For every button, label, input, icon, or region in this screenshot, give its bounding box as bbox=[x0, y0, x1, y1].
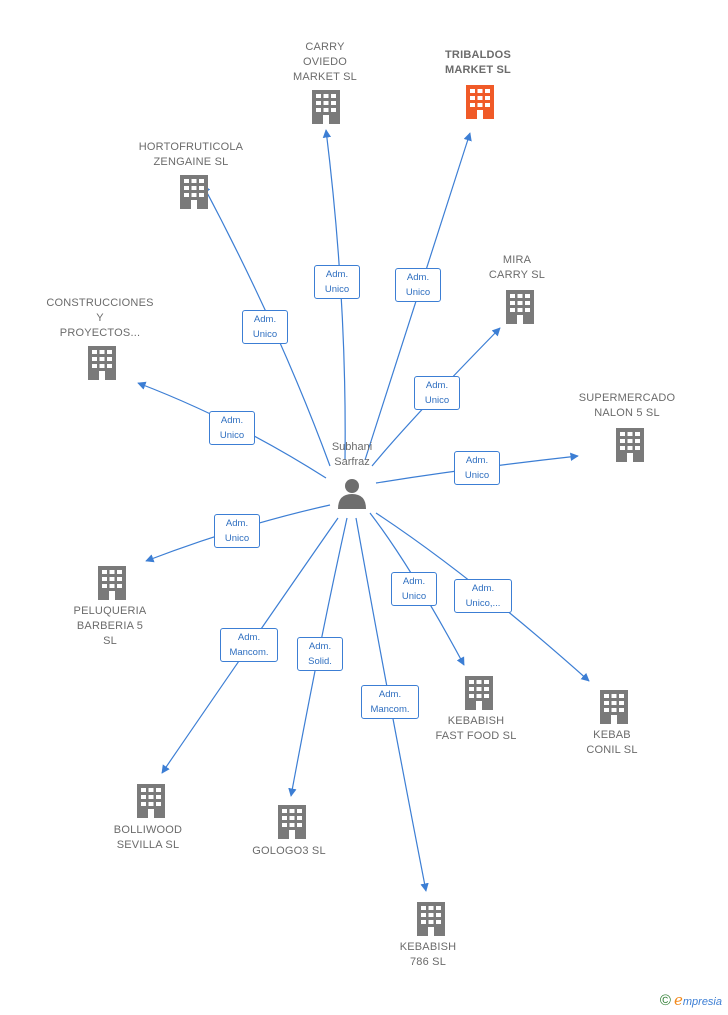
company-label-mira[interactable]: MIRA CARRY SL bbox=[432, 253, 602, 283]
building-icon[interactable] bbox=[98, 566, 126, 600]
building-icon[interactable] bbox=[600, 690, 628, 724]
company-label-carry[interactable]: CARRY OVIEDO MARKET SL bbox=[240, 40, 410, 85]
relation-label-line: Adm. bbox=[471, 583, 495, 594]
relation-label-line: Mancom. bbox=[229, 647, 269, 658]
relation-label-line: Adm. bbox=[325, 269, 349, 280]
relation-label-mira[interactable]: Adm. Unico bbox=[414, 376, 460, 410]
person-label-line: Sarfraz bbox=[334, 456, 370, 468]
company-label-tribaldos[interactable]: TRIBALDOS MARKET SL bbox=[393, 48, 563, 78]
building-icon[interactable] bbox=[506, 290, 534, 324]
company-label-line: PROYECTOS... bbox=[59, 327, 141, 339]
relation-label-line: Unico bbox=[252, 329, 278, 340]
company-label-line: GOLOGO3 SL bbox=[252, 845, 326, 857]
relation-label-tribaldos[interactable]: Adm. Unico bbox=[395, 268, 441, 302]
company-label-construcciones[interactable]: CONSTRUCCIONES Y PROYECTOS... bbox=[15, 296, 185, 341]
brand-name[interactable]: mpresia bbox=[682, 996, 722, 1008]
building-icon[interactable] bbox=[616, 428, 644, 462]
building-icon[interactable] bbox=[465, 676, 493, 710]
company-label-supermercado[interactable]: SUPERMERCADO NALON 5 SL bbox=[542, 391, 712, 421]
company-label-line: KEBABISH bbox=[447, 715, 505, 727]
relation-label-line: Adm. bbox=[465, 455, 489, 466]
relation-label-line: Adm. bbox=[402, 576, 426, 587]
relation-label-kebabish_786[interactable]: Adm. Mancom. bbox=[361, 685, 419, 719]
building-icon[interactable] bbox=[417, 902, 445, 936]
relation-label-construcciones[interactable]: Adm. Unico bbox=[209, 411, 255, 445]
company-label-line: MIRA bbox=[502, 254, 532, 266]
company-label-line: CONSTRUCCIONES bbox=[46, 297, 154, 309]
relation-label-line: Unico bbox=[324, 284, 350, 295]
relation-label-line: Adm. bbox=[308, 641, 332, 652]
company-label-line: NALON 5 SL bbox=[594, 407, 660, 419]
company-label-line: CARRY SL bbox=[488, 269, 546, 281]
building-icon[interactable] bbox=[278, 805, 306, 839]
company-label-line: CARRY bbox=[305, 41, 345, 53]
relation-label-peluqueria[interactable]: Adm. Unico bbox=[214, 514, 260, 548]
company-label-line: MARKET SL bbox=[445, 64, 511, 76]
relation-label-line: Adm. bbox=[378, 689, 402, 700]
brand-footer: ©empresia bbox=[660, 991, 722, 1009]
building-icon[interactable] bbox=[137, 784, 165, 818]
company-label-line: MARKET SL bbox=[293, 71, 357, 83]
person-head bbox=[345, 479, 359, 493]
company-label-kebab_conil[interactable]: KEBAB CONIL SL bbox=[527, 728, 697, 758]
relation-label-line: Unico bbox=[224, 533, 250, 544]
building-icon[interactable] bbox=[88, 346, 116, 380]
company-label-line: CONIL SL bbox=[586, 744, 638, 756]
company-label-line: BOLLIWOOD bbox=[113, 824, 183, 836]
company-label-hortofruticola[interactable]: HORTOFRUTICOLA ZENGAINE SL bbox=[106, 140, 276, 170]
relation-label-line: Adm. bbox=[253, 314, 277, 325]
relation-label-carry[interactable]: Adm. Unico bbox=[314, 265, 360, 299]
relation-label-line: Solid. bbox=[308, 656, 332, 667]
relation-label-hortofruticola[interactable]: Adm. Unico bbox=[242, 310, 288, 344]
company-label-line: PELUQUERIA bbox=[73, 605, 147, 617]
relation-label-line: Unico bbox=[464, 470, 490, 481]
relation-label-line: Unico bbox=[405, 287, 431, 298]
relation-label-supermercado[interactable]: Adm. Unico bbox=[454, 451, 500, 485]
building-icon[interactable] bbox=[180, 175, 208, 209]
company-label-line: HORTOFRUTICOLA bbox=[138, 141, 244, 153]
relation-label-line: Unico bbox=[219, 430, 245, 441]
relation-label-gologo3[interactable]: Adm. Solid. bbox=[297, 637, 343, 671]
building-icon[interactable] bbox=[312, 90, 340, 124]
relation-label-line: Adm. bbox=[225, 518, 249, 529]
company-label-line: KEBABISH bbox=[399, 941, 457, 953]
copyright-icon: © bbox=[659, 992, 671, 1009]
relation-label-kebabish_ff[interactable]: Adm. Unico bbox=[391, 572, 437, 606]
building-icon[interactable] bbox=[466, 85, 494, 119]
person-label-line: Subhani bbox=[331, 441, 373, 453]
company-label-line: KEBAB bbox=[593, 729, 631, 741]
relation-label-line: Mancom. bbox=[370, 704, 410, 715]
relation-label-bolliwood[interactable]: Adm. Mancom. bbox=[220, 628, 278, 662]
relation-label-line: Adm. bbox=[406, 272, 430, 283]
company-label-line: Y bbox=[96, 312, 104, 324]
company-label-line: 786 SL bbox=[409, 956, 447, 968]
person-icon[interactable] bbox=[338, 479, 366, 509]
company-label-kebabish_ff[interactable]: KEBABISH FAST FOOD SL bbox=[391, 714, 561, 744]
relation-label-line: Adm. bbox=[425, 380, 449, 391]
relation-label-line: Unico bbox=[401, 591, 427, 602]
company-label-kebabish_786[interactable]: KEBABISH 786 SL bbox=[343, 940, 513, 970]
brand-logo-e: e bbox=[673, 991, 683, 1009]
company-label-line: SUPERMERCADO bbox=[578, 392, 676, 404]
relation-label-line: Unico bbox=[424, 395, 450, 406]
relation-label-line: Unico,... bbox=[465, 598, 501, 609]
company-label-line: ZENGAINE SL bbox=[153, 156, 229, 168]
relation-label-line: Adm. bbox=[237, 632, 261, 643]
company-label-bolliwood[interactable]: BOLLIWOOD SEVILLA SL bbox=[63, 823, 233, 853]
person-body bbox=[338, 494, 366, 509]
company-label-line: SL bbox=[103, 635, 117, 647]
company-label-line: BARBERIA 5 bbox=[76, 620, 144, 632]
relation-label-line: Adm. bbox=[220, 415, 244, 426]
company-label-line: SEVILLA SL bbox=[116, 839, 180, 851]
company-label-line: OVIEDO bbox=[303, 56, 347, 68]
company-label-line: FAST FOOD SL bbox=[435, 730, 517, 742]
relation-label-kebab_conil[interactable]: Adm. Unico,... bbox=[454, 579, 512, 613]
company-label-peluqueria[interactable]: PELUQUERIA BARBERIA 5 SL bbox=[25, 604, 195, 649]
company-label-gologo3[interactable]: GOLOGO3 SL bbox=[204, 844, 374, 859]
company-label-line: TRIBALDOS bbox=[445, 49, 511, 61]
